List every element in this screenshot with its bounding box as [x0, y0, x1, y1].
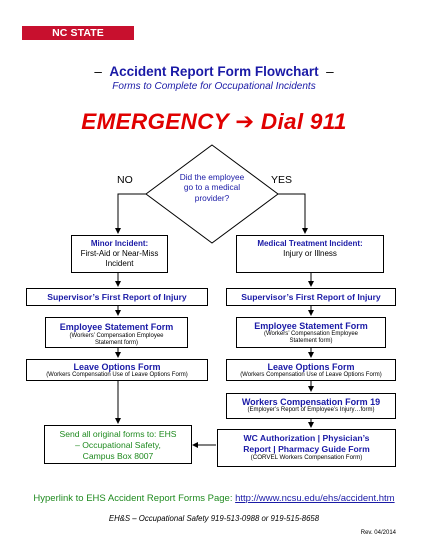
revision-date: Rev. 04/2014: [360, 530, 396, 536]
page-title: – Accident Report Form Flowchart –: [0, 64, 428, 79]
wc19-detail: (Employer’s Report of Employee’s Injury……: [247, 407, 375, 413]
nc-state-logo: NC STATE UNIVERSITY: [22, 26, 134, 53]
minor-incident-title: Minor Incident:: [90, 239, 149, 248]
footer-contact: EH&S – Occupational Safety 919-513-0988 …: [108, 514, 320, 523]
emergency-text: EMERGENCY: [81, 109, 229, 134]
send-forms-box: Send all original forms to: EHS – Occupa…: [44, 425, 192, 464]
auth-title: WC Authorization | Physician’s Report | …: [243, 433, 370, 454]
decision-yes-label: YES: [271, 174, 293, 186]
wc-authorization-box: WC Authorization | Physician’s Report | …: [217, 429, 396, 467]
left-employee-statement-box: Employee Statement Form (Workers’ Compen…: [45, 317, 188, 348]
right-statement-title: Employee Statement Form: [254, 321, 368, 331]
decision-question: Did the employee go to a medical provide…: [179, 172, 245, 203]
ehs-forms-link[interactable]: http://www.ncsu.edu/ehs/accident.htm: [235, 493, 395, 504]
footer-link-label: Hyperlink to EHS Accident Report Forms P…: [33, 493, 233, 504]
wc19-title: Workers Compensation Form 19: [241, 397, 381, 407]
medical-incident-detail: Injury or Illness: [283, 249, 337, 258]
decision-no-label: NO: [117, 174, 133, 186]
arrow-right-icon: ➔: [235, 109, 255, 134]
right-leave-options-box: Leave Options Form (Workers Compensation…: [226, 359, 396, 381]
decision-diamond: [145, 144, 279, 244]
title-dash-right: –: [326, 64, 334, 79]
emergency-banner: EMERGENCY ➔ Dial 911: [0, 109, 428, 135]
left-statement-title: Employee Statement Form: [59, 322, 174, 332]
right-statement-detail: (Workers’ Compensation Employee Statemen…: [263, 331, 359, 344]
footer-hyperlink: Hyperlink to EHS Accident Report Forms P…: [0, 493, 428, 504]
title-text: Accident Report Form Flowchart: [109, 64, 319, 79]
left-leave-title: Leave Options Form: [73, 362, 161, 372]
auth-detail: (CORVEL Workers Compensation Form): [250, 454, 363, 461]
left-leave-options-box: Leave Options Form (Workers Compensation…: [26, 359, 208, 381]
right-employee-statement-box: Employee Statement Form (Workers’ Compen…: [236, 317, 386, 348]
right-supervisor-report-box: Supervisor’s First Report of Injury: [226, 288, 396, 306]
minor-incident-detail: First-Aid or Near-Miss Incident: [80, 249, 159, 268]
wc-form-19-box: Workers Compensation Form 19 (Employer’s…: [226, 393, 396, 419]
medical-incident-title: Medical Treatment Incident:: [257, 239, 363, 248]
left-supervisor-report-box: Supervisor’s First Report of Injury: [26, 288, 208, 306]
medical-treatment-incident-box: Medical Treatment Incident: Injury or Il…: [236, 235, 384, 273]
minor-incident-box: Minor Incident: First-Aid or Near-Miss I…: [71, 235, 168, 273]
left-leave-detail: (Workers Compensation Use of Leave Optio…: [46, 372, 188, 378]
left-statement-detail: (Workers’ Compensation Employee Statemen…: [69, 333, 164, 346]
right-leave-detail: (Workers Compensation Use of Leave Optio…: [240, 372, 382, 378]
title-dash-left: –: [94, 64, 102, 79]
right-leave-title: Leave Options Form: [267, 362, 355, 372]
emergency-action: Dial 911: [260, 109, 347, 134]
page-subtitle: Forms to Complete for Occupational Incid…: [112, 81, 316, 92]
